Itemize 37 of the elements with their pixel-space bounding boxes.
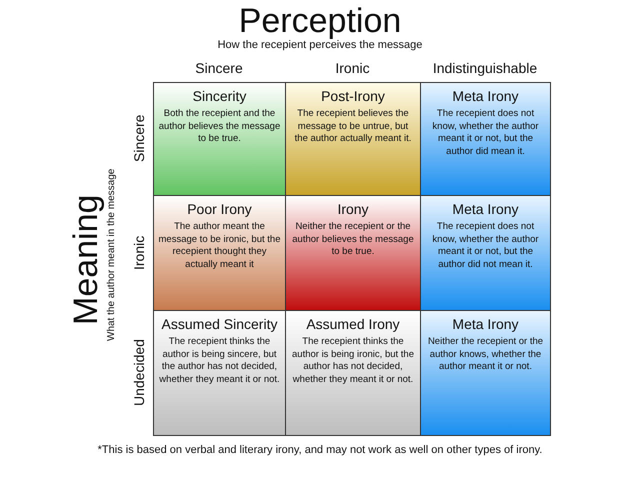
table-cell (285, 195, 421, 311)
table-cell (420, 195, 551, 311)
subtitle: How the recepient perceives the message (216, 39, 424, 51)
cell-description: The recepient thinks the author is being ironic, but the author has not decided, whether they meant it or not. (291, 336, 415, 386)
cell-description: The recepient does not know, whether the author meant it or not, but the author did mean it. (431, 108, 540, 158)
table-cell (420, 310, 551, 436)
axis-title: Meaning (66, 194, 106, 328)
column-header: Indistinguishable (432, 60, 538, 76)
table-cell (285, 82, 421, 196)
table-cell (420, 82, 551, 196)
table-cell (153, 82, 286, 196)
cell-description: Neither the recepient or the author knows, whether the author meant it or not. (426, 336, 544, 374)
cell-description: Neither the recepient or the author believes the message to be true. (291, 221, 415, 258)
row-header: Undecided (130, 338, 148, 408)
cell-description: Both the recepient and the author believes the message to be true. (158, 108, 281, 146)
cell-heading: Meta Irony (452, 316, 519, 332)
cell-description: The recepient believes the message to be untrue, but the author actually meant it. (294, 108, 412, 146)
table-cell (153, 195, 286, 311)
cell-description: The recepient thinks the author is being sincere, but the author has not decided, whether they meant it or not. (158, 336, 281, 386)
column-header: Sincere (194, 60, 244, 76)
cell-heading: Sincerity (192, 88, 246, 104)
cell-heading: Assumed Irony (306, 316, 400, 332)
row-header: Sincere (130, 114, 148, 164)
column-header: Ironic (334, 60, 371, 76)
cell-heading: Meta Irony (452, 88, 519, 104)
axis-subtitle: What the author meant in the message (106, 168, 118, 344)
row-header: Ironic (130, 234, 148, 272)
footnote: *This is based on verbal and literary irony, and may not work as well on other types of irony. (96, 444, 544, 456)
cell-description: The author meant the message to be ironic, but the recepient thought they actually meant it (158, 221, 281, 271)
cell-heading: Meta Irony (452, 201, 519, 217)
cell-heading: Poor Irony (187, 201, 252, 217)
cell-description: The recepient does not know, whether the author meant it or not, but the author did not mean it. (431, 221, 540, 271)
cell-heading: Post-Irony (321, 88, 385, 104)
cell-heading: Irony (337, 201, 369, 217)
table-cell (153, 310, 286, 436)
cell-heading: Assumed Sincerity (162, 316, 278, 332)
chart-title: Perception (238, 2, 402, 40)
